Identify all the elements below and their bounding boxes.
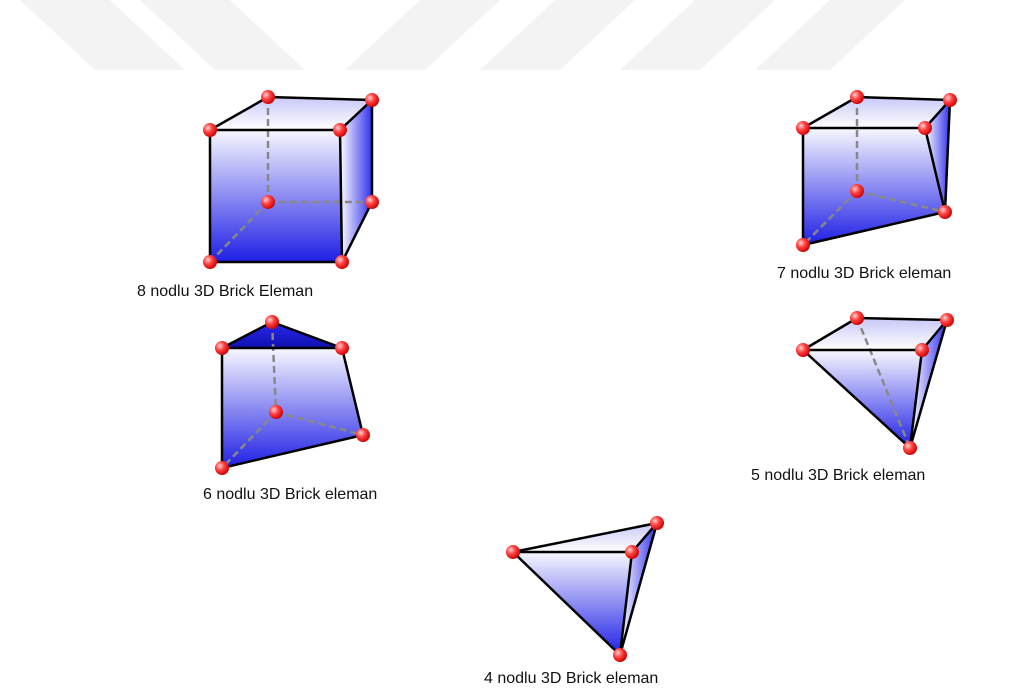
- caption-5-node: 5 nodlu 3D Brick eleman: [751, 467, 926, 484]
- node-markers: [796, 311, 954, 455]
- caption-8-node: 8 nodlu 3D Brick Eleman: [137, 283, 314, 300]
- brick-7-node: [796, 90, 957, 252]
- brick-8-node: [203, 90, 379, 269]
- caption-7-node: 7 nodlu 3D Brick eleman: [777, 265, 952, 282]
- brick-6-node: [215, 315, 370, 475]
- brick-4-node: [506, 516, 664, 662]
- caption-4-node: 4 nodlu 3D Brick eleman: [484, 670, 659, 687]
- node-markers: [506, 516, 664, 662]
- node-markers: [203, 90, 379, 269]
- node-markers: [215, 315, 370, 475]
- brick-5-node: [796, 311, 954, 455]
- node-markers: [796, 90, 957, 252]
- caption-6-node: 6 nodlu 3D Brick eleman: [203, 486, 378, 503]
